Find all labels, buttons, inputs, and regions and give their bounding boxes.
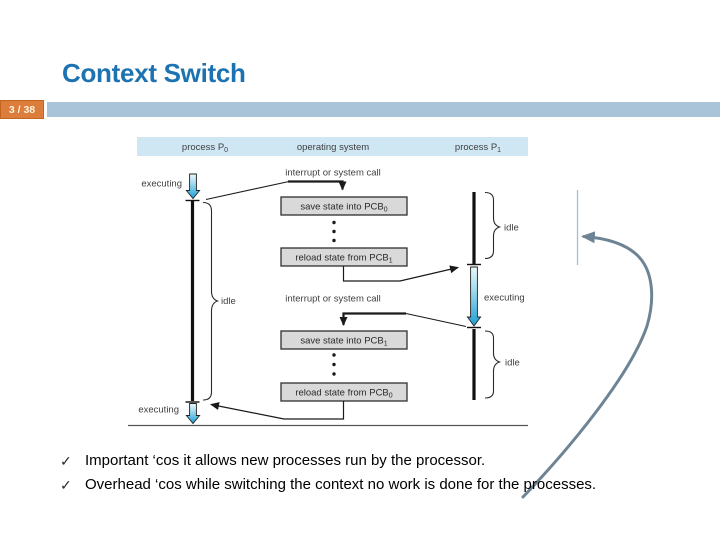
idle-label-p1-bottom: idle	[505, 358, 520, 369]
arrow-p0-to-save-box	[205, 180, 347, 201]
annotation-arrow	[521, 231, 654, 499]
box-save-state-pcb1	[280, 330, 408, 350]
ellipsis-dots-1	[332, 220, 336, 243]
executing-label-p1: executing	[484, 293, 525, 304]
executing-arrow-p0-top	[185, 173, 201, 200]
box-save-state-pcb0	[280, 196, 408, 216]
box-reload-state-pcb0-label: reload state from PCB0	[295, 388, 392, 400]
ellipsis-dots-2	[332, 353, 336, 376]
title-underline-bar	[47, 102, 720, 117]
arrow-p1-to-save-box	[339, 312, 467, 328]
column-label-process-p0: process P0	[182, 142, 228, 154]
box-save-state-pcb0-label: save state into PCB0	[300, 202, 387, 214]
executing-label-p0-bottom: executing	[138, 405, 179, 416]
bullet-item-1: ✓ Important ‘cos it allows new processes…	[60, 449, 672, 473]
figure-header-band	[137, 137, 528, 156]
idle-brace-p1-bottom	[484, 330, 502, 399]
bullet-list: ✓ Important ‘cos it allows new processes…	[60, 449, 672, 497]
column-label-process-p1: process P1	[455, 142, 501, 154]
checkmark-bullet-icon: ✓	[60, 477, 72, 493]
column-label-operating-system: operating system	[297, 142, 369, 153]
interrupt-label-1: interrupt or system call	[285, 168, 381, 179]
bullet-text-1: Important ‘cos it allows new processes r…	[85, 452, 486, 469]
bullet-text-2: Overhead ‘cos while switching the contex…	[85, 476, 597, 493]
page-number-badge: 3 / 38	[0, 100, 44, 119]
arrow-reload0-to-p0	[210, 401, 345, 420]
bullet-item-2: ✓ Overhead ‘cos while switching the cont…	[60, 473, 672, 497]
idle-label-p1-top: idle	[504, 223, 519, 234]
executing-arrow-p1	[466, 266, 482, 327]
checkmark-bullet-icon: ✓	[60, 453, 72, 469]
idle-brace-p1-top	[484, 191, 502, 260]
interrupt-label-2: interrupt or system call	[285, 294, 381, 305]
idle-label-p0: idle	[221, 296, 236, 307]
box-save-state-pcb1-label: save state into PCB1	[300, 336, 387, 348]
slide-title: Context Switch	[62, 58, 246, 88]
executing-arrow-p0-bottom	[185, 403, 201, 425]
arrow-reload1-to-p1	[342, 265, 459, 282]
box-reload-state-pcb1-label: reload state from PCB1	[295, 253, 392, 265]
idle-brace-p0	[202, 201, 220, 401]
executing-label-p0-top: executing	[141, 179, 182, 190]
